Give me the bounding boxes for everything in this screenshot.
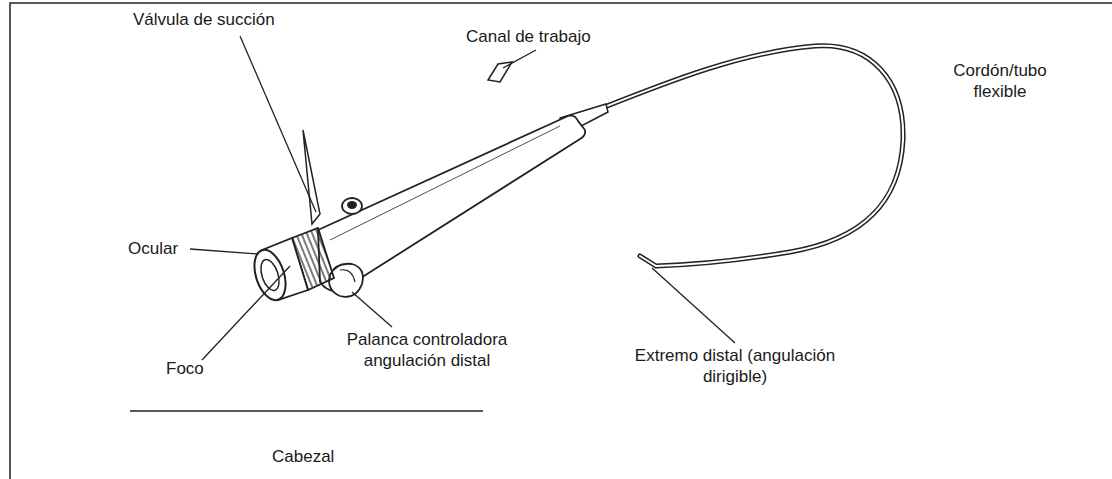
suction-spike bbox=[303, 130, 320, 224]
eyepiece bbox=[249, 246, 292, 304]
part-label: Palanca controladora angulación distal bbox=[322, 329, 532, 371]
flexible-tube-inner bbox=[592, 46, 903, 266]
part-label: Extremo distal (angulación dirigible) bbox=[620, 345, 850, 387]
handle-body bbox=[318, 116, 585, 291]
part-label: Ocular bbox=[128, 238, 198, 259]
part-label: Válvula de succión bbox=[133, 9, 353, 30]
part-label: Foco bbox=[166, 358, 226, 379]
angulation-lever bbox=[329, 264, 363, 297]
section-label: Cabezal bbox=[272, 446, 372, 467]
suction-valve-cap bbox=[347, 201, 357, 209]
cabezal-bracket bbox=[130, 410, 483, 412]
part-label: Cordón/tubo flexible bbox=[940, 60, 1060, 102]
part-label: Canal de trabajo bbox=[466, 26, 636, 47]
leader-lines bbox=[190, 36, 735, 360]
lever-detail bbox=[340, 270, 355, 282]
suction-valve bbox=[342, 198, 362, 214]
flexible-tube bbox=[592, 46, 903, 266]
body-edge bbox=[330, 126, 560, 240]
frame-border bbox=[10, 3, 1112, 479]
